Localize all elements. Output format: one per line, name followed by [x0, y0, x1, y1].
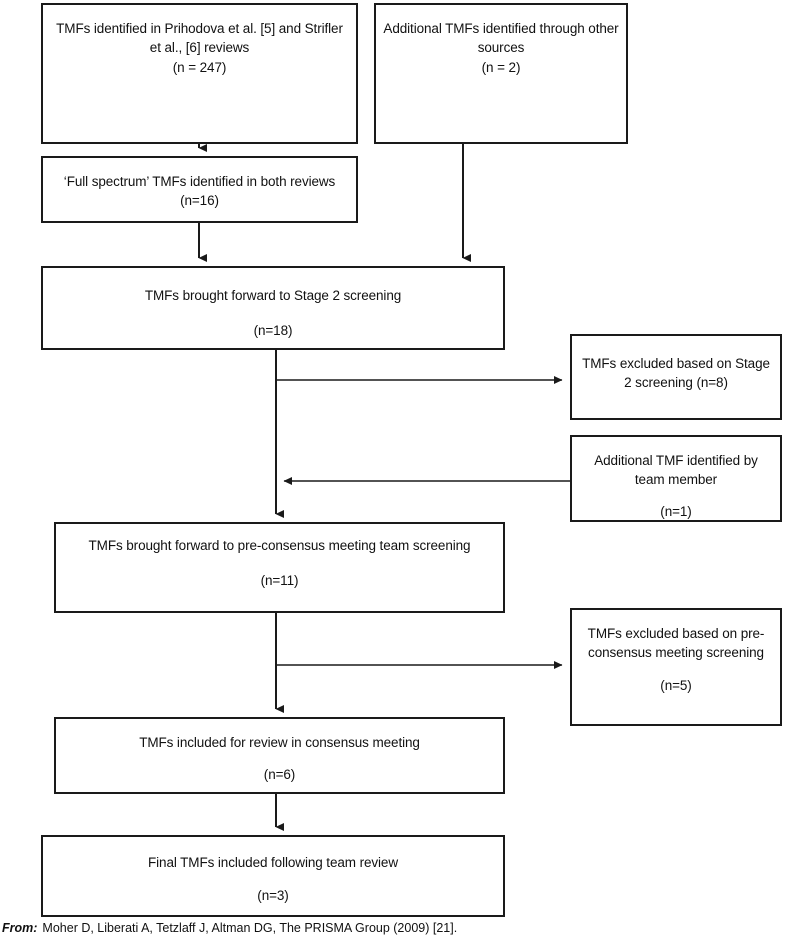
caption-from-label: From: [2, 921, 38, 935]
box-stage2-forward: TMFs brought forward to Stage 2 screenin… [41, 266, 505, 350]
box-consensus-included-text: TMFs included for review in consensus me… [139, 735, 420, 750]
source-caption: From: Moher D, Liberati A, Tetzlaff J, Al… [2, 921, 457, 936]
box-sources-other-count: (n = 2) [481, 60, 521, 76]
box-sources-reviews: TMFs identified in Prihodova et al. [5] … [41, 3, 358, 144]
box-stage2-excluded-text: TMFs excluded based on Stage 2 screening… [582, 356, 770, 391]
box-consensus-included-count: (n=6) [263, 767, 296, 783]
box-full-spectrum: ‘Full spectrum’ TMFs identified in both … [41, 156, 358, 223]
caption-reference: Moher D, Liberati A, Tetzlaff J, Altman … [42, 921, 458, 935]
box-final-tmfs-count: (n=3) [257, 888, 289, 904]
box-final-tmfs-text: Final TMFs included following team revie… [147, 855, 398, 870]
box-sources-reviews-text: TMFs identified in Prihodova et al. [5] … [56, 21, 343, 56]
box-sources-other: Additional TMFs identified through other… [374, 3, 628, 144]
box-full-spectrum-text: ‘Full spectrum’ TMFs identified in both … [63, 174, 336, 209]
box-additional-tmf-count: (n=1) [660, 504, 692, 520]
box-stage2-forward-count: (n=18) [253, 323, 293, 339]
box-sources-reviews-count: (n = 247) [172, 60, 227, 76]
box-stage2-forward-text: TMFs brought forward to Stage 2 screenin… [144, 288, 402, 303]
box-sources-other-text: Additional TMFs identified through other… [383, 21, 619, 56]
box-additional-tmf: Additional TMF identified by team member… [570, 435, 782, 522]
box-final-tmfs: Final TMFs included following team revie… [41, 835, 505, 917]
box-stage2-excluded: TMFs excluded based on Stage 2 screening… [570, 334, 782, 420]
box-preconsensus-forward-count: (n=11) [260, 573, 299, 589]
box-additional-tmf-text: Additional TMF identified by team member [594, 453, 758, 488]
box-preconsensus-forward-text: TMFs brought forward to pre-consensus me… [88, 538, 471, 553]
box-consensus-included: TMFs included for review in consensus me… [54, 717, 505, 794]
box-preconsensus-forward: TMFs brought forward to pre-consensus me… [54, 522, 505, 613]
box-preconsensus-excluded-count: (n=5) [660, 678, 692, 694]
box-preconsensus-excluded-text: TMFs excluded based on pre-consensus mee… [587, 626, 765, 661]
box-preconsensus-excluded: TMFs excluded based on pre-consensus mee… [570, 608, 782, 726]
